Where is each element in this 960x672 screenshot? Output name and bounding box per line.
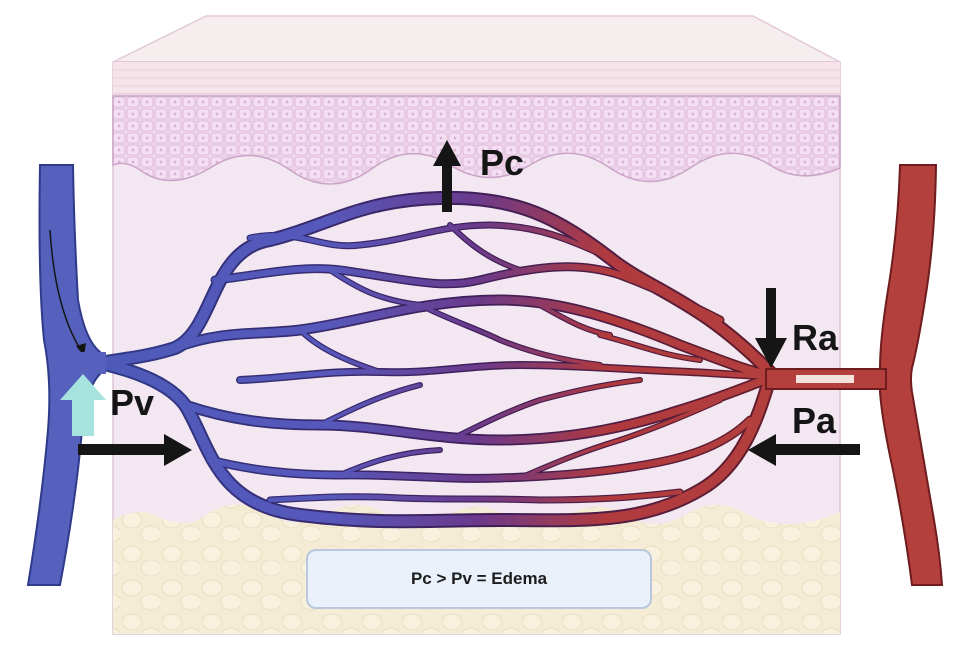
epidermis-layer: [112, 95, 841, 185]
pc-arrow: [433, 140, 461, 212]
pa-label: Pa: [792, 400, 837, 441]
pv-upward-arrow: [60, 374, 106, 436]
ra-label: Ra: [792, 317, 839, 358]
pc-label: Pc: [480, 142, 525, 183]
skin-top-face: [112, 15, 841, 63]
venule: [72, 352, 106, 374]
formula-text: Pc > Pv = Edema: [410, 569, 548, 588]
pv-arrow: [78, 434, 192, 466]
vein: [26, 164, 101, 586]
ra-arrow: [755, 288, 787, 368]
skin-block: [112, 15, 841, 635]
formula-box: Pc > Pv = Edema: [306, 549, 652, 609]
pv-label: Pv: [110, 382, 155, 423]
capillary-network: [93, 190, 777, 529]
stratum-corneum: [113, 62, 840, 96]
vein-flow-arrow: [49, 229, 83, 353]
artery: [879, 164, 944, 586]
arteriole-highlight: [796, 375, 854, 383]
pa-arrow: [748, 434, 860, 466]
